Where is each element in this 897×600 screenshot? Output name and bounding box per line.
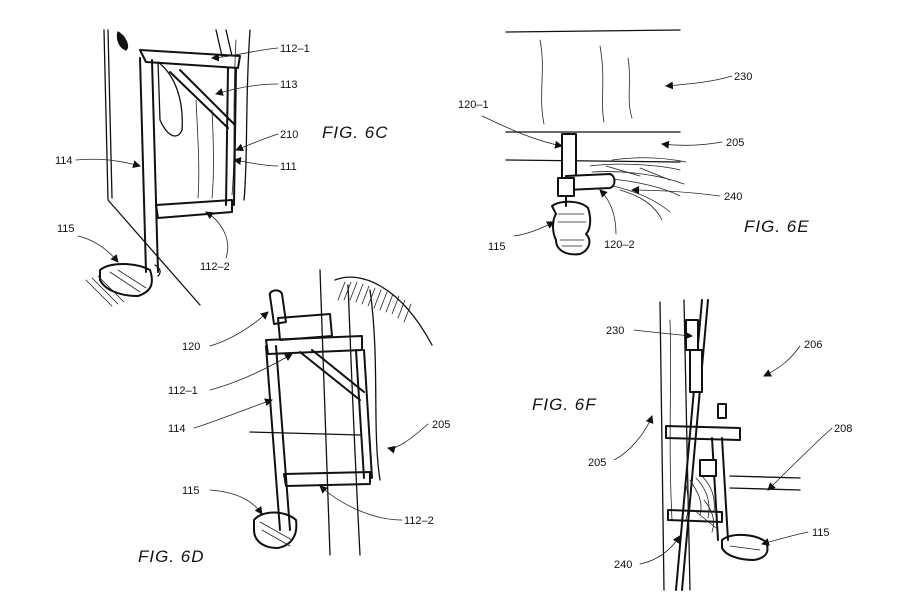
- figure-title-6d: FIG. 6D: [138, 547, 205, 566]
- label-205: 205: [726, 137, 744, 149]
- figure-6f: 230 206 208 205 115 240 FIG. 6F: [532, 299, 852, 591]
- figure-6e: 230 120–1 205 240 115 120–2 FIG. 6E: [458, 29, 810, 256]
- label-112-1: 112–1: [168, 385, 198, 397]
- label-230: 230: [734, 71, 752, 83]
- label-205: 205: [432, 419, 450, 431]
- label-111: 111: [280, 161, 297, 173]
- figure-title-6e: FIG. 6E: [744, 217, 810, 236]
- label-206: 206: [804, 339, 822, 351]
- figure-6d: 120 112–1 114 205 115 112–2 FIG. 6D: [138, 269, 450, 566]
- label-210: 210: [280, 129, 298, 141]
- label-240: 240: [614, 559, 632, 571]
- label-112-2: 112–2: [404, 515, 434, 527]
- label-114: 114: [55, 155, 73, 167]
- label-115: 115: [812, 527, 830, 539]
- label-205: 205: [588, 457, 606, 469]
- figure-title-6f: FIG. 6F: [532, 395, 597, 414]
- label-112-2: 112–2: [200, 261, 230, 273]
- label-115: 115: [182, 485, 200, 497]
- label-120: 120: [182, 341, 200, 353]
- figure-6c: 112–1 113 210 111 114 115 112–2 FIG. 6C: [55, 29, 389, 307]
- label-120-2: 120–2: [604, 239, 635, 251]
- label-230: 230: [606, 325, 624, 337]
- label-208: 208: [834, 423, 852, 435]
- label-115: 115: [57, 223, 75, 235]
- label-240: 240: [724, 191, 742, 203]
- label-120-1: 120–1: [458, 99, 489, 111]
- label-115: 115: [488, 241, 506, 253]
- label-114: 114: [168, 423, 186, 435]
- label-112-1: 112–1: [280, 43, 310, 55]
- label-113: 113: [280, 79, 298, 91]
- figure-title-6c: FIG. 6C: [322, 123, 389, 142]
